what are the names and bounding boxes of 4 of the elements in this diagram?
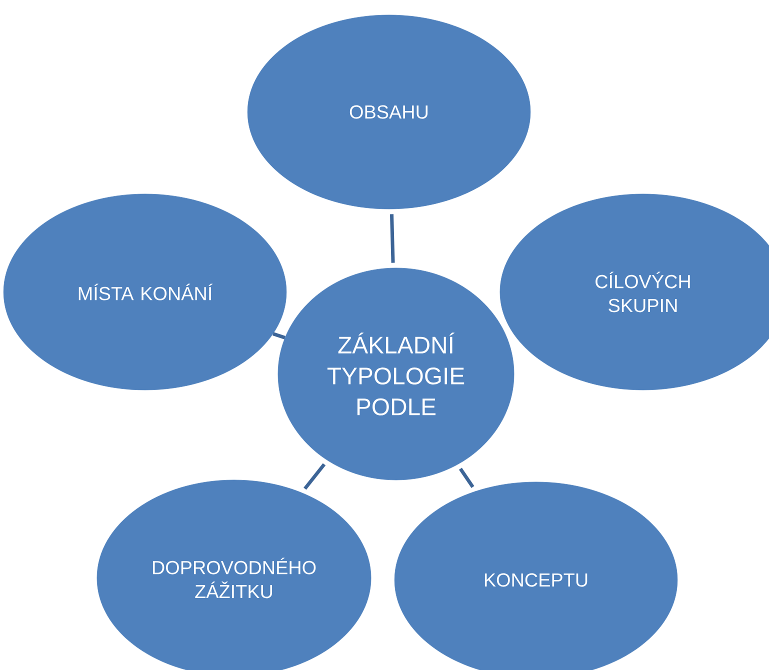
connector-line bbox=[304, 463, 326, 490]
connector-line bbox=[272, 332, 286, 340]
connector-line bbox=[390, 214, 395, 263]
connector-line bbox=[458, 468, 474, 488]
